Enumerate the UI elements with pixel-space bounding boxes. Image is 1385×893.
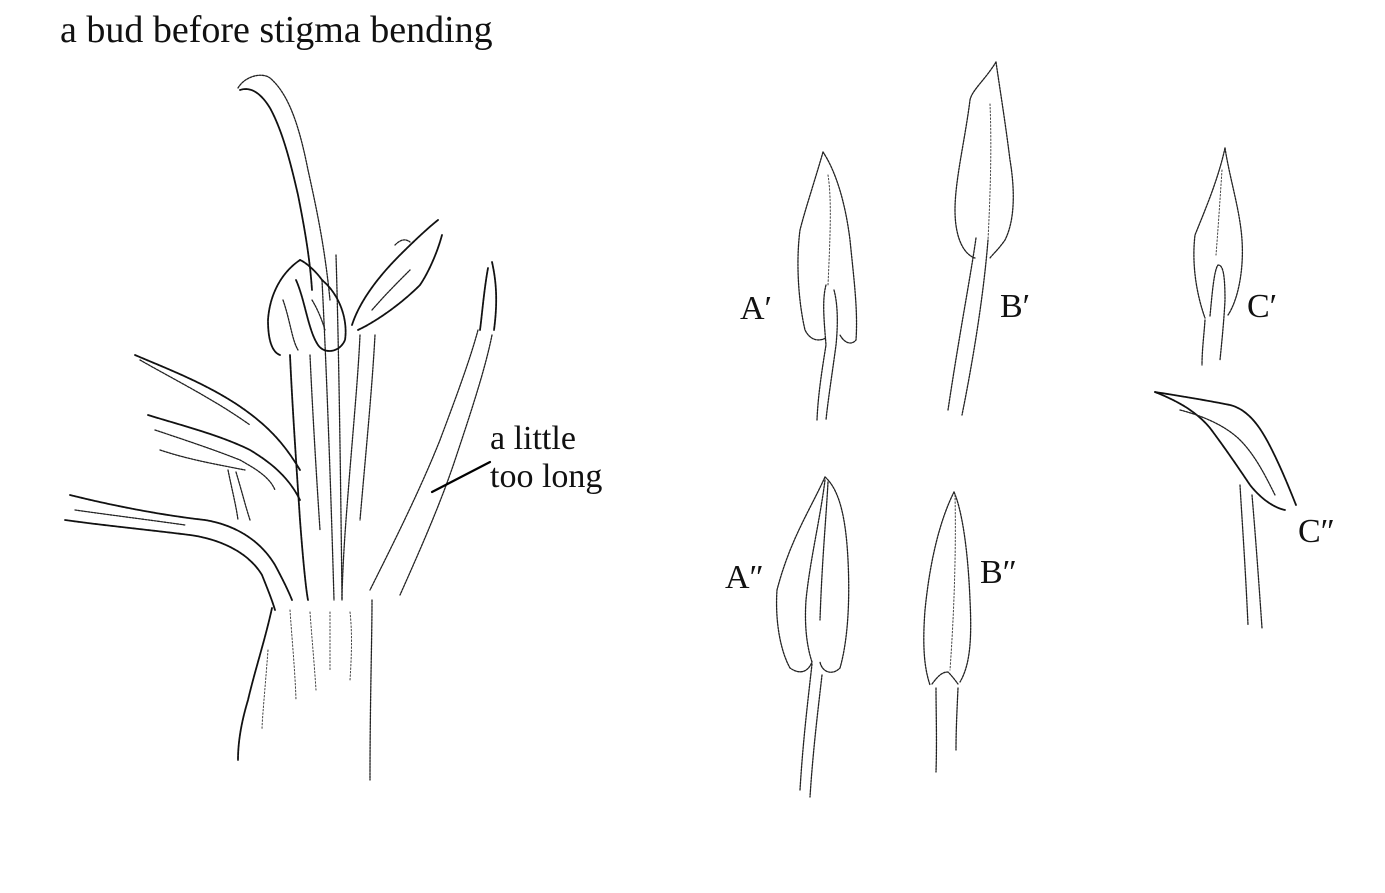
annotation-line-2: too long	[490, 458, 603, 495]
annotation-too-long: a little too long	[490, 420, 602, 496]
anther-c-prime-drawing	[1193, 147, 1244, 366]
anther-a-prime-drawing	[797, 151, 858, 421]
anther-a-double-prime-drawing	[775, 476, 850, 798]
label-c-prime: C′	[1247, 288, 1278, 325]
label-a-prime: A′	[740, 290, 772, 327]
figure-title: a bud before stigma bending	[60, 9, 493, 51]
label-c-double-prime: C″	[1298, 513, 1335, 550]
anther-b-double-prime-drawing	[923, 491, 972, 773]
anther-b-prime-drawing	[947, 61, 1014, 416]
label-a-double-prime: A″	[725, 559, 764, 596]
anther-c-double-prime-drawing	[1154, 391, 1297, 629]
label-b-double-prime: B″	[980, 554, 1017, 591]
main-bud-drawing	[64, 74, 498, 781]
label-b-prime: B′	[1000, 288, 1031, 325]
annotation-line-1: a little	[490, 420, 576, 457]
